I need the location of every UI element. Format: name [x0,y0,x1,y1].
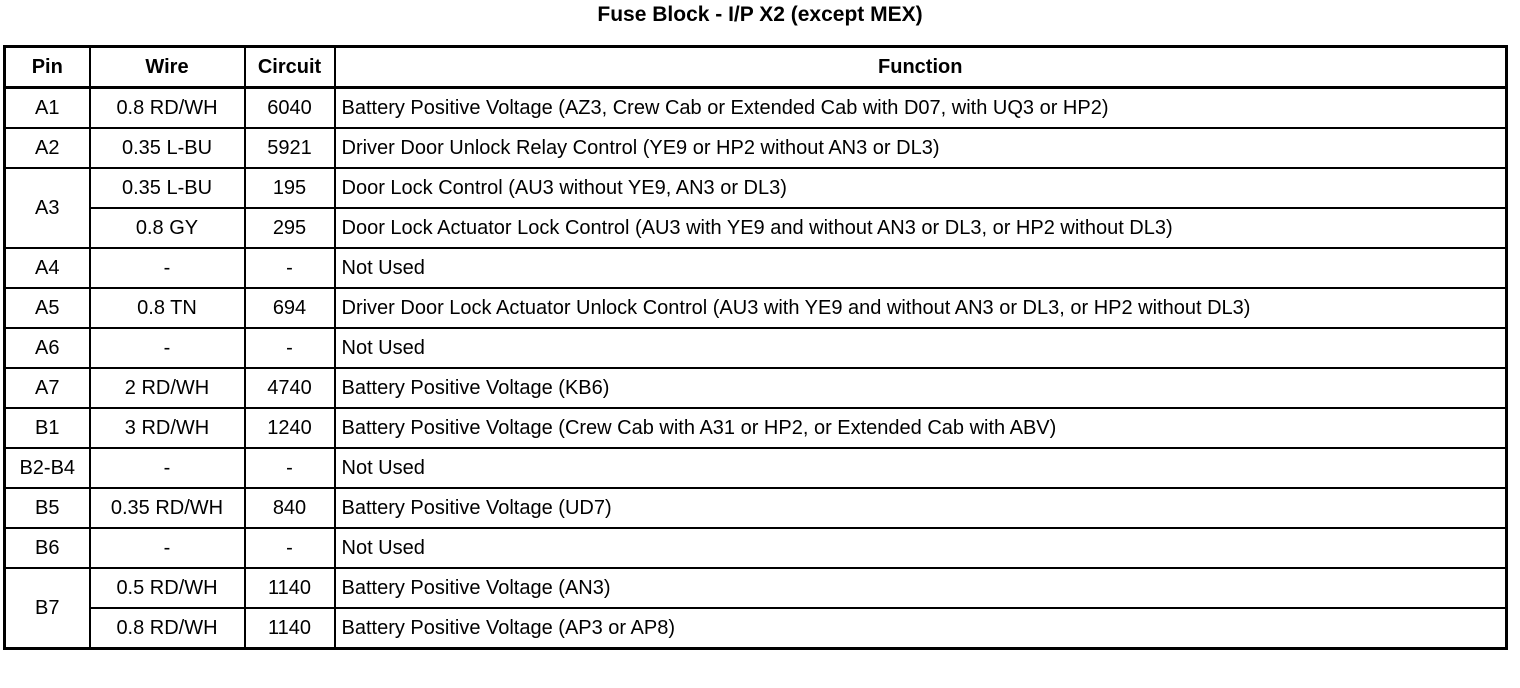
function-cell: Battery Positive Voltage (AN3) [333,567,1508,609]
function-cell: Battery Positive Voltage (KB6) [333,367,1508,409]
table-row-a1: A1 0.8 RD/WH 6040 Battery Positive Volta… [3,86,1508,129]
wire-cell: 0.35 L-BU [88,127,246,169]
table-row-a3-1: A3 0.35 L-BU 195 Door Lock Control (AU3 … [3,167,1508,249]
pin-cell: B1 [3,407,91,449]
column-header-wire: Wire [88,45,246,89]
wire-cell: 0.5 RD/WH [88,567,246,609]
pin-cell: A4 [3,247,91,289]
table-row-a2: A2 0.35 L-BU 5921 Driver Door Unlock Rel… [3,127,1508,169]
function-cell: Battery Positive Voltage (UD7) [333,487,1508,529]
wire-cell: 0.35 RD/WH [88,487,246,529]
function-cell: Door Lock Actuator Lock Control (AU3 wit… [333,207,1508,249]
function-cell: Driver Door Unlock Relay Control (YE9 or… [333,127,1508,169]
pin-cell: A1 [3,86,91,129]
table-row-b7-2: 0.8 RD/WH 1140 Battery Positive Voltage … [5,607,1508,650]
pin-cell: A5 [3,287,91,329]
wire-cell: 0.8 GY [88,207,246,249]
table-row-a4: A4 - - Not Used [3,247,1508,289]
circuit-cell: 1140 [243,567,336,609]
pin-cell: A6 [3,327,91,369]
circuit-cell: 4740 [243,367,336,409]
circuit-cell: 195 [243,167,336,209]
wire-cell: - [88,327,246,369]
function-cell: Not Used [333,527,1508,569]
table-row-b2-b4: B2-B4 - - Not Used [3,447,1508,489]
table-row-b1: B1 3 RD/WH 1240 Battery Positive Voltage… [3,407,1508,449]
wire-cell: - [88,527,246,569]
circuit-cell: - [243,527,336,569]
table-row-b5: B5 0.35 RD/WH 840 Battery Positive Volta… [3,487,1508,529]
function-cell: Door Lock Control (AU3 without YE9, AN3 … [333,167,1508,209]
circuit-cell: 6040 [243,86,336,129]
pin-cell: A3 [3,167,91,249]
wire-cell: 0.8 RD/WH [88,86,246,129]
circuit-cell: 5921 [243,127,336,169]
column-header-circuit: Circuit [243,45,336,89]
wire-cell: 0.8 RD/WH [88,607,246,650]
wire-cell: 0.8 TN [88,287,246,329]
pin-cell: B6 [3,527,91,569]
table-row-a3-2: 0.8 GY 295 Door Lock Actuator Lock Contr… [5,207,1508,249]
fuse-block-table: Pin Wire Circuit Function A1 0.8 RD/WH 6… [3,45,1508,650]
circuit-cell: 694 [243,287,336,329]
table-row-b6: B6 - - Not Used [3,527,1508,569]
circuit-cell: - [243,327,336,369]
pin-cell: A2 [3,127,91,169]
function-cell: Battery Positive Voltage (Crew Cab with … [333,407,1508,449]
page-title: Fuse Block - I/P X2 (except MEX) [597,3,923,26]
table-row-b7-1: B7 0.5 RD/WH 1140 Battery Positive Volta… [3,567,1508,650]
column-header-pin: Pin [3,45,91,89]
function-cell: Not Used [333,447,1508,489]
circuit-cell: 295 [243,207,336,249]
wire-cell: 2 RD/WH [88,367,246,409]
circuit-cell: 1140 [243,607,336,650]
function-cell: Battery Positive Voltage (AZ3, Crew Cab … [333,86,1508,129]
pin-cell: B5 [3,487,91,529]
table-header-row: Pin Wire Circuit Function [3,45,1508,89]
pin-cell: B2-B4 [3,447,91,489]
wire-cell: - [88,247,246,289]
wire-cell: 0.35 L-BU [88,167,246,209]
table-row-a7: A7 2 RD/WH 4740 Battery Positive Voltage… [3,367,1508,409]
wire-cell: - [88,447,246,489]
wire-cell: 3 RD/WH [88,407,246,449]
circuit-cell: 1240 [243,407,336,449]
function-cell: Driver Door Lock Actuator Unlock Control… [333,287,1508,329]
circuit-cell: - [243,247,336,289]
column-header-function: Function [333,45,1508,89]
function-cell: Not Used [333,247,1508,289]
table-row-a6: A6 - - Not Used [3,327,1508,369]
pin-cell: B7 [3,567,91,650]
function-cell: Battery Positive Voltage (AP3 or AP8) [333,607,1508,650]
circuit-cell: - [243,447,336,489]
circuit-cell: 840 [243,487,336,529]
pin-cell: A7 [3,367,91,409]
table-row-a5: A5 0.8 TN 694 Driver Door Lock Actuator … [3,287,1508,329]
function-cell: Not Used [333,327,1508,369]
